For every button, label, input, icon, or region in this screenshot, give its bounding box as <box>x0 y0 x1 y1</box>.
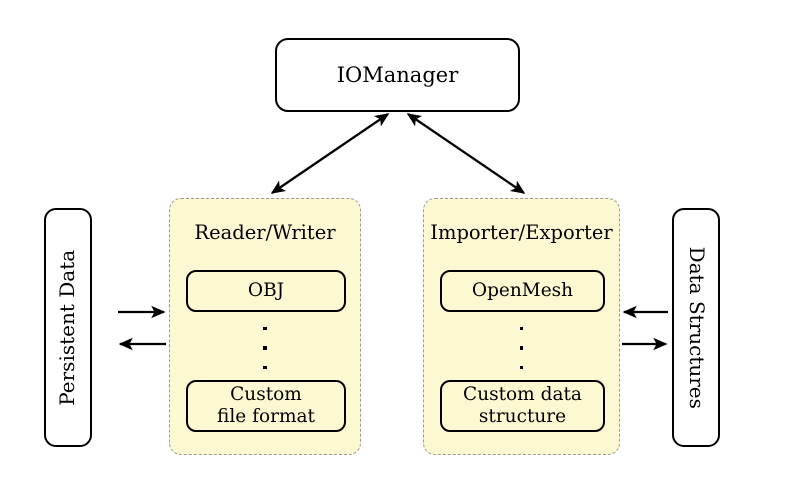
node-custom-file-format: Custom file format <box>186 380 346 432</box>
group-reader-writer-title: Reader/Writer <box>194 221 336 244</box>
node-iomanager-label: IOManager <box>336 62 459 87</box>
node-iomanager: IOManager <box>275 38 520 112</box>
arrow-iomanager-importer-exporter <box>406 113 526 194</box>
node-custom-file-format-label: Custom file format <box>217 384 315 428</box>
ellipsis-importer-exporter <box>424 327 619 369</box>
ellipsis-dot <box>263 365 267 369</box>
ellipsis-dot <box>263 346 267 350</box>
node-openmesh: OpenMesh <box>440 270 605 312</box>
node-custom-data-structure-label: Custom data structure <box>463 384 582 428</box>
node-custom-file-format-line2: file format <box>217 406 315 427</box>
node-custom-data-structure-line2: structure <box>478 406 567 427</box>
node-obj: OBJ <box>186 270 346 312</box>
ellipsis-dot <box>519 327 524 331</box>
node-persistent-data: Persistent Data <box>44 208 92 447</box>
node-openmesh-label: OpenMesh <box>471 279 574 301</box>
ellipsis-dot <box>519 365 524 369</box>
node-data-structures: Data Structures <box>672 208 720 447</box>
ellipsis-reader-writer <box>170 327 360 369</box>
node-data-structures-label: Data Structures <box>684 246 709 409</box>
node-persistent-data-label: Persistent Data <box>55 249 80 406</box>
group-importer-exporter: Importer/Exporter OpenMesh Custom data s… <box>423 198 620 455</box>
node-custom-data-structure-line1: Custom data <box>463 383 582 405</box>
group-importer-exporter-title: Importer/Exporter <box>430 221 613 244</box>
ellipsis-dot <box>519 346 524 350</box>
node-custom-data-structure: Custom data structure <box>440 380 605 432</box>
arrow-iomanager-reader-writer <box>270 113 390 194</box>
node-obj-label: OBJ <box>247 279 285 301</box>
node-custom-file-format-line1: Custom <box>230 383 302 405</box>
ellipsis-dot <box>263 327 267 331</box>
group-reader-writer: Reader/Writer OBJ Custom file format <box>169 198 361 455</box>
